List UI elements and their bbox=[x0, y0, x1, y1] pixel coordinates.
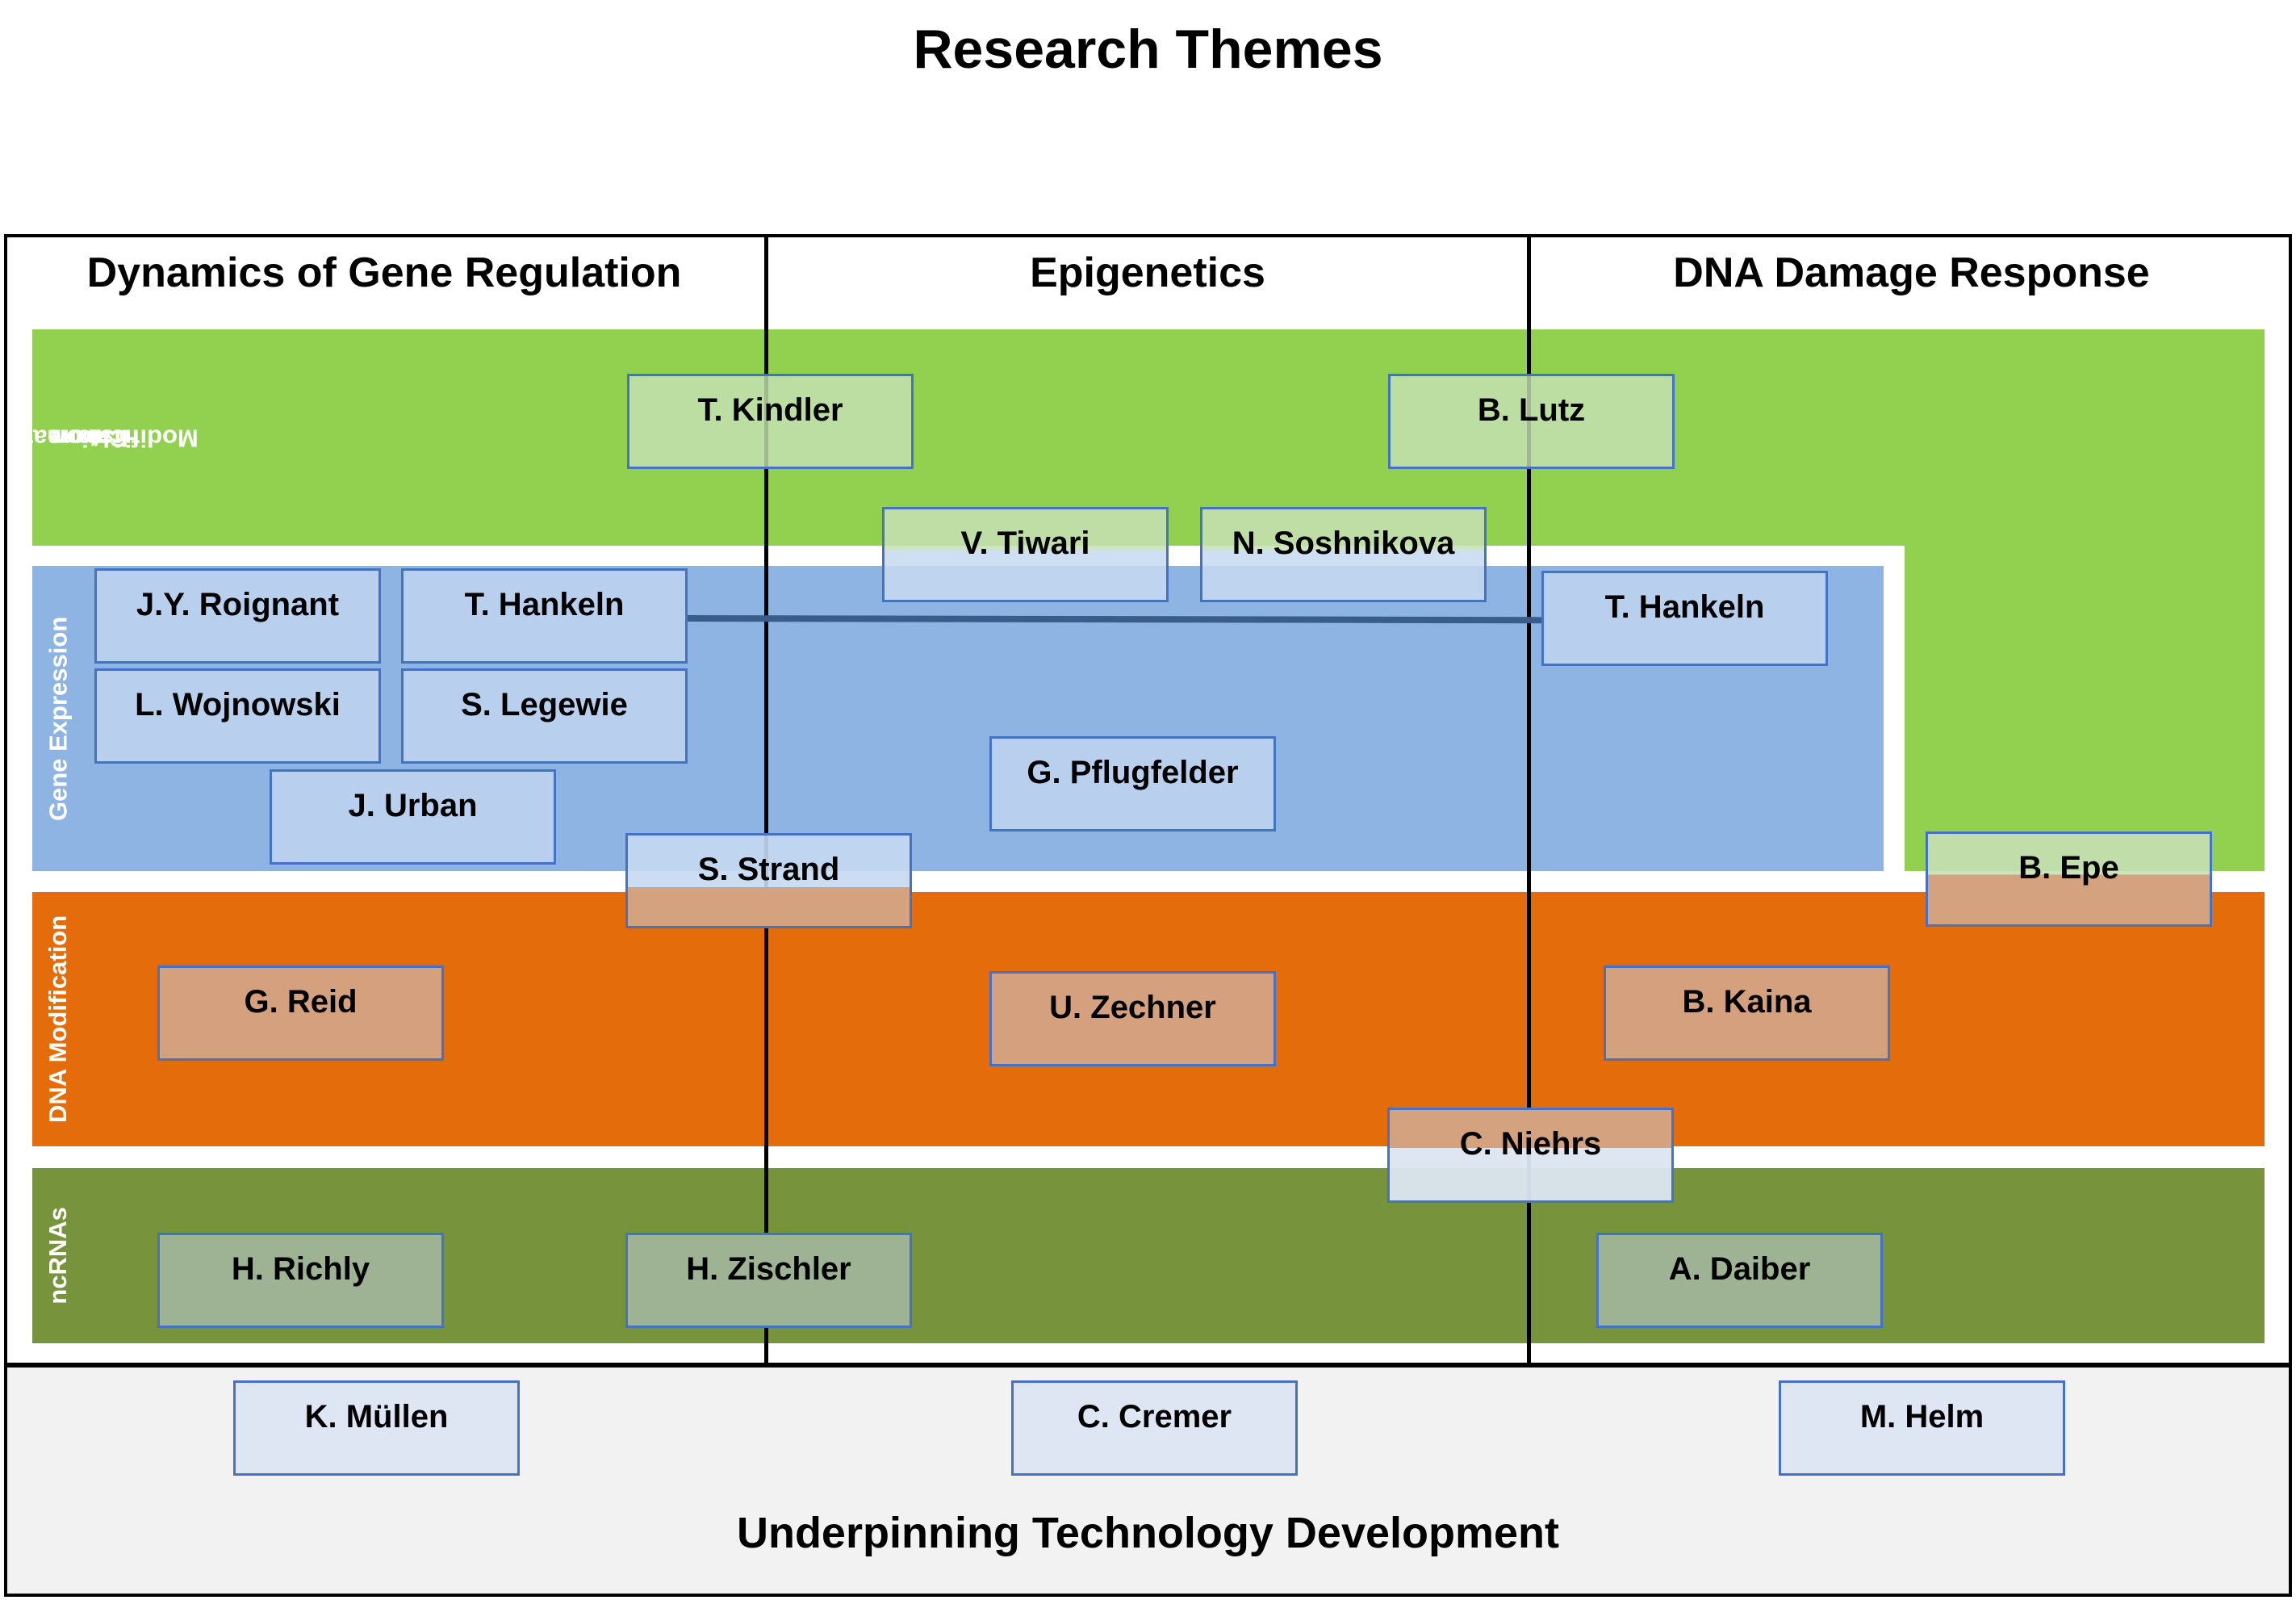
person-box[interactable]: A. Daiber bbox=[1596, 1233, 1883, 1328]
person-box[interactable]: J. Urban bbox=[270, 769, 556, 865]
band-chromatin-extension bbox=[1905, 546, 2265, 871]
person-box[interactable]: M. Helm bbox=[1779, 1380, 2065, 1476]
column-divider-1 bbox=[764, 234, 768, 1366]
column-heading-dna-damage: DNA Damage Response bbox=[1673, 249, 2150, 296]
diagram-frame bbox=[4, 234, 2292, 1597]
technology-section-title: Underpinning Technology Development bbox=[736, 1509, 1560, 1557]
person-box[interactable]: L. Wojnowski bbox=[94, 668, 381, 764]
column-divider-2 bbox=[1527, 234, 1531, 1366]
technology-divider bbox=[4, 1363, 2292, 1368]
person-box[interactable]: C. Cremer bbox=[1011, 1380, 1298, 1476]
person-box[interactable]: G. Reid bbox=[157, 965, 444, 1061]
person-box[interactable]: C. Niehrs bbox=[1387, 1108, 1674, 1203]
person-box[interactable]: N. Soshnikova bbox=[1200, 507, 1487, 602]
person-box[interactable]: V. Tiwari bbox=[882, 507, 1169, 602]
person-box[interactable]: B. Kaina bbox=[1604, 965, 1890, 1061]
person-box[interactable]: T. Hankeln bbox=[1541, 571, 1828, 666]
person-box[interactable]: T. Kindler bbox=[627, 374, 914, 469]
person-box[interactable]: S. Strand bbox=[625, 833, 912, 928]
person-box[interactable]: T. Hankeln bbox=[401, 568, 688, 664]
column-heading-epigenetics: Epigenetics bbox=[1030, 249, 1265, 296]
person-box[interactable]: K. Müllen bbox=[233, 1380, 520, 1476]
person-box[interactable]: S. Legewie bbox=[401, 668, 688, 764]
diagram-title: Research Themes bbox=[913, 19, 1383, 80]
person-box[interactable]: H. Zischler bbox=[625, 1233, 912, 1328]
person-box[interactable]: B. Epe bbox=[1926, 831, 2212, 927]
person-box[interactable]: H. Richly bbox=[157, 1233, 444, 1328]
person-box[interactable]: U. Zechner bbox=[989, 971, 1276, 1066]
person-box[interactable]: G. Pflugfelder bbox=[989, 736, 1276, 831]
column-heading-gene-regulation: Dynamics of Gene Regulation bbox=[86, 249, 682, 296]
person-box[interactable]: J.Y. Roignant bbox=[94, 568, 381, 664]
person-box[interactable]: B. Lutz bbox=[1388, 374, 1675, 469]
